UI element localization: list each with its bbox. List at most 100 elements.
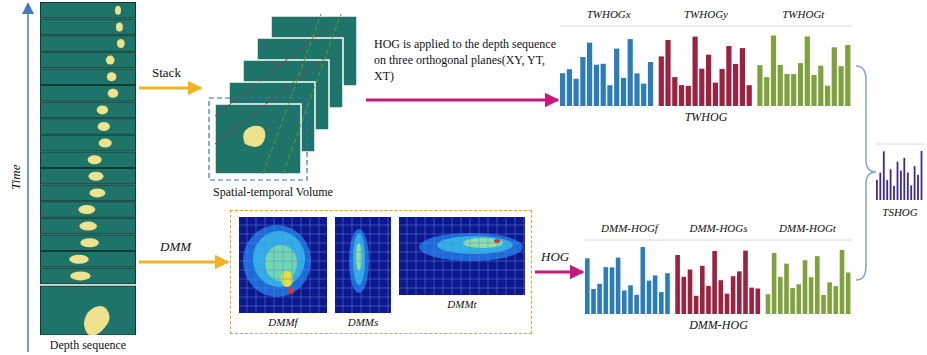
energy-region	[288, 288, 294, 294]
grid-line	[352, 217, 353, 313]
histogram-bar	[766, 294, 771, 314]
depth-frame	[41, 135, 136, 151]
grid-line	[399, 225, 525, 226]
depth-frame	[41, 218, 136, 234]
histogram-bar	[811, 75, 816, 106]
grid-line	[239, 270, 327, 271]
histogram-bar	[712, 251, 717, 314]
hand-blob	[117, 39, 125, 48]
histogram-bar	[900, 171, 902, 200]
histogram-bar	[910, 185, 912, 200]
grid-line	[301, 217, 302, 313]
histogram-bar	[771, 36, 776, 107]
histogram-bar	[764, 77, 769, 106]
caption: Spatial-temporal Volume	[213, 186, 333, 199]
depth-frame	[41, 286, 136, 335]
slice-plane	[215, 28, 327, 144]
histogram-bar	[688, 270, 693, 315]
histogram-bar	[601, 64, 606, 106]
chart-guide	[876, 144, 924, 145]
slice-plane	[263, 14, 341, 174]
histogram-bar	[574, 79, 579, 106]
histogram-bar	[567, 69, 572, 106]
histogram-bar	[772, 253, 777, 314]
bar-label: DMM-HOGs	[689, 222, 747, 234]
caption: DMMs	[348, 316, 379, 328]
grid-line	[239, 225, 327, 226]
histogram-bar	[803, 260, 808, 314]
histogram-bar	[621, 78, 626, 106]
histogram-bar	[719, 280, 724, 314]
hand-blob	[106, 56, 115, 65]
xy-plane	[209, 98, 307, 180]
bar-label: DMM-HOGt	[779, 222, 836, 234]
depth-frame	[41, 119, 136, 135]
grid-line	[379, 217, 380, 313]
histogram-bar	[706, 286, 711, 314]
flow-arrow	[139, 87, 201, 90]
dmm-map	[335, 217, 391, 313]
energy-region	[253, 231, 305, 287]
histogram	[876, 142, 924, 200]
histogram-bar	[634, 295, 639, 314]
bar-label: TWHOGy	[684, 8, 728, 20]
histogram-bar	[890, 169, 892, 200]
histogram-bar	[653, 276, 658, 315]
edge-label: HOG is applied to the depth sequence on …	[374, 36, 556, 85]
histogram-bar	[648, 62, 653, 106]
dmm-map	[239, 217, 327, 313]
grid-line	[239, 306, 327, 307]
histogram-bar	[815, 256, 820, 314]
depth-frame	[41, 36, 136, 52]
histogram-bar	[921, 151, 923, 200]
depth-frame	[41, 69, 136, 85]
histogram-bar	[597, 284, 602, 314]
flow-arrow	[139, 261, 228, 264]
histogram-bar	[731, 276, 736, 314]
histogram-bar	[699, 69, 704, 106]
small-node: TSHOG	[876, 142, 924, 220]
grid-line	[361, 217, 362, 313]
grid-line	[239, 243, 327, 244]
histogram-bar	[679, 85, 684, 106]
histogram-bar	[903, 158, 905, 200]
img-node: DMMf	[239, 217, 327, 331]
histogram-bar	[587, 43, 592, 106]
depth-frame	[41, 169, 136, 185]
grid-line	[335, 270, 391, 271]
histogram-bar	[634, 73, 639, 106]
hand-blob	[243, 126, 265, 147]
axis-label: Time	[9, 165, 23, 190]
hand-blob	[97, 105, 108, 114]
map-ground	[399, 217, 525, 295]
histogram-bar	[647, 281, 652, 314]
histogram-bar	[665, 273, 670, 314]
hand-blob	[98, 122, 110, 131]
grid-line	[239, 297, 327, 298]
grid-line	[434, 217, 435, 295]
grid-line	[335, 261, 391, 262]
grid-line	[292, 217, 293, 313]
chart-node: DMM-HOGfDMM-HOGsDMM-HOGtDMM-HOG	[585, 222, 852, 334]
histogram-bar	[809, 277, 814, 314]
caption: TWHOG	[685, 111, 728, 124]
grid-line	[239, 252, 327, 253]
histogram-bar	[580, 57, 585, 106]
grid-line	[335, 297, 391, 298]
hand-blob	[89, 172, 104, 181]
bar-label: DMM-HOGf	[601, 222, 658, 234]
grid-line	[335, 225, 391, 226]
histogram-bar	[737, 271, 742, 314]
histogram-bar	[791, 74, 796, 106]
histogram-bar	[840, 250, 845, 314]
grid-line	[343, 217, 344, 313]
grid-line	[497, 217, 498, 295]
energy-region	[437, 236, 513, 254]
histogram-bar	[879, 173, 881, 200]
grid-line	[239, 288, 327, 289]
histogram-bar	[917, 175, 919, 200]
histogram-bar	[818, 66, 823, 106]
histogram-bar	[784, 74, 789, 106]
hand-blob	[69, 255, 89, 264]
